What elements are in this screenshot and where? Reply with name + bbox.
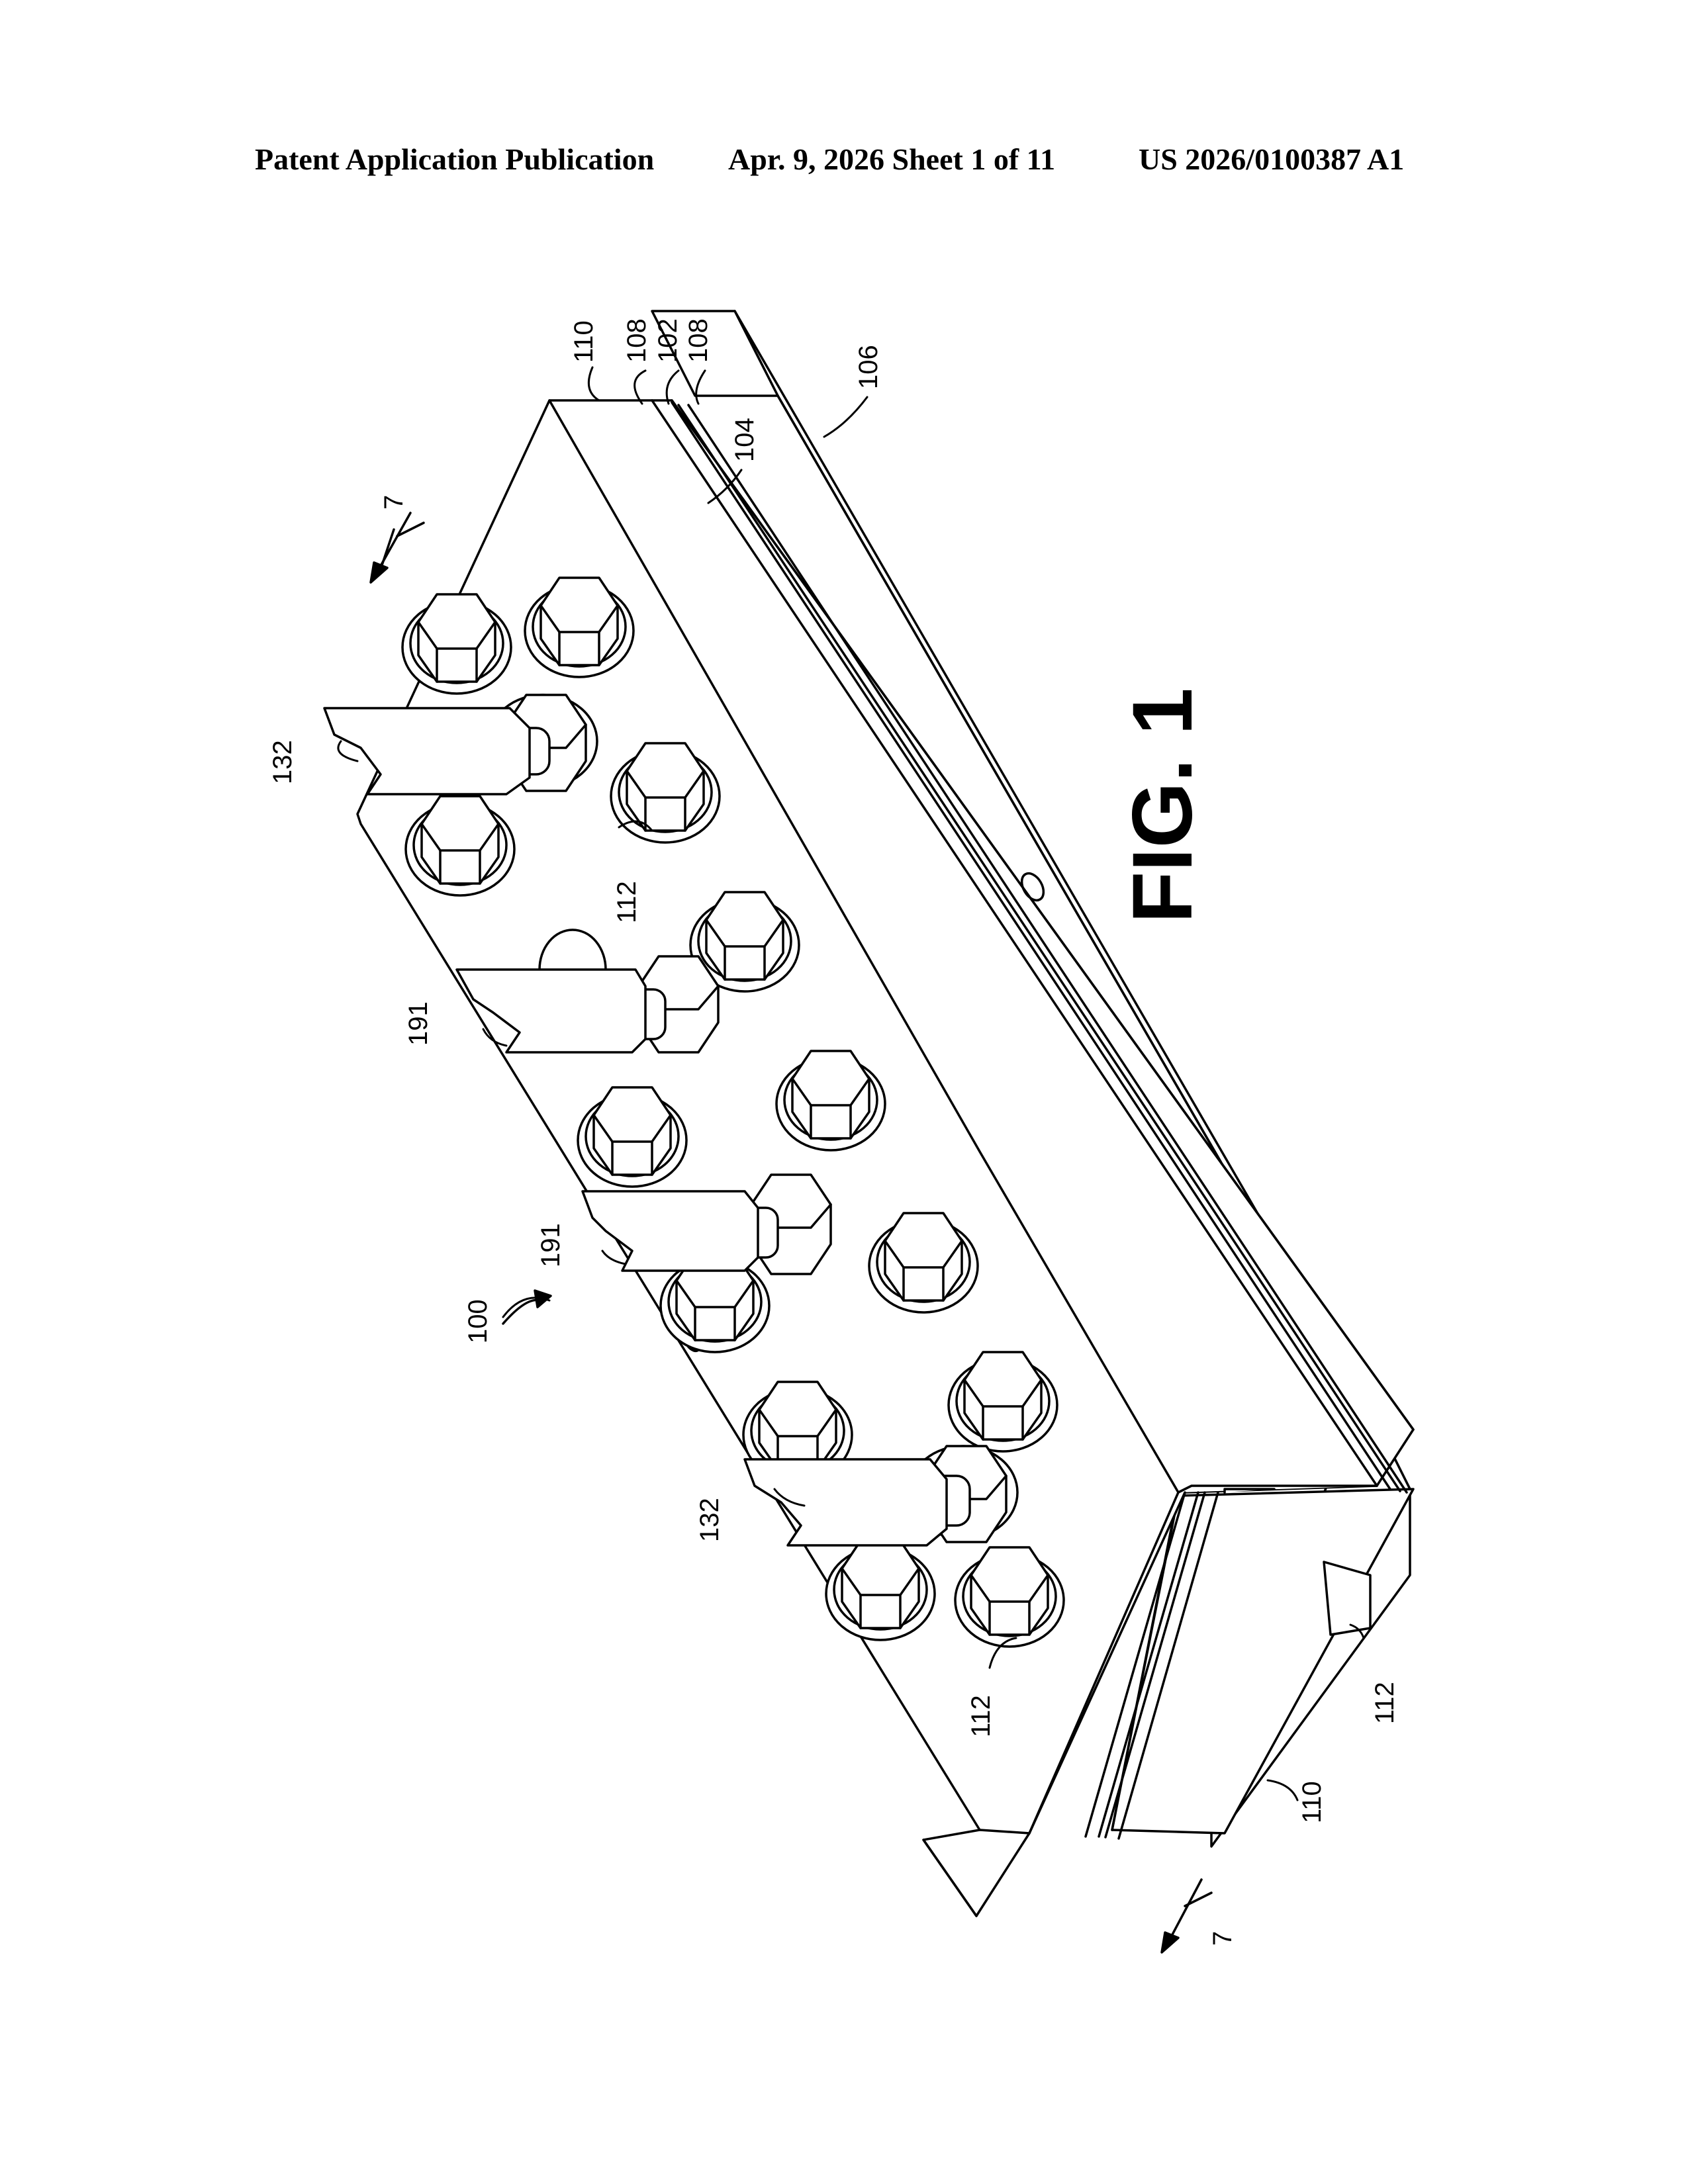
- post-132-bottom: [745, 1446, 1017, 1545]
- ref-100-arrow: [503, 1291, 551, 1324]
- ref-7-bottom: 7: [1208, 1931, 1237, 1946]
- ref-112-side: 112: [1370, 1682, 1399, 1724]
- ref-191-b: 191: [536, 1223, 565, 1267]
- ref-132-top: 132: [268, 740, 297, 784]
- post-132-top: [324, 695, 597, 794]
- ref-106: 106: [854, 345, 883, 389]
- ref-102: 102: [653, 318, 682, 363]
- ref-112-bottom: 112: [966, 1695, 996, 1737]
- ref-132-bottom: 132: [695, 1498, 724, 1542]
- section-line-bottom: [1162, 1880, 1211, 1952]
- ref-112-mid: 112: [612, 881, 641, 923]
- ref-100: 100: [463, 1299, 492, 1343]
- ref-7-top: 7: [379, 495, 408, 510]
- ref-108-a: 108: [622, 318, 651, 363]
- ref-108-b: 108: [684, 318, 713, 363]
- ref-110-bottom: 110: [1297, 1781, 1327, 1823]
- ref-191-a: 191: [404, 1001, 433, 1046]
- section-line-top: [371, 513, 424, 582]
- ref-110-top: 110: [569, 320, 598, 363]
- ref-104: 104: [730, 418, 759, 462]
- figure-label: FIG. 1: [1115, 688, 1210, 923]
